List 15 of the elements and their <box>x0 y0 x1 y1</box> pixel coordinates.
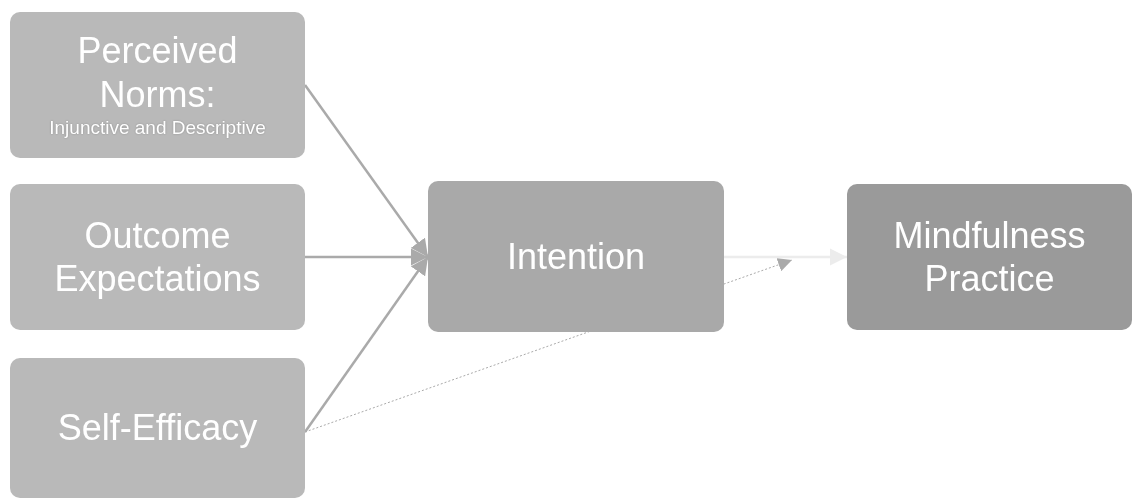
concept-box <box>10 358 305 498</box>
concept-box <box>10 184 305 330</box>
concept-box <box>847 184 1132 330</box>
concept-title: Self-Efficacy <box>57 406 258 450</box>
concept-title: Mindfulness Practice <box>892 213 1087 301</box>
concept-subtitle: Injunctive and Descriptive <box>49 115 266 140</box>
arrow <box>305 248 428 266</box>
concept-title: Outcome Expectations <box>53 213 262 301</box>
arrow <box>304 84 429 258</box>
concept-box <box>10 12 305 158</box>
arrow <box>724 248 847 266</box>
arrow <box>303 256 430 433</box>
concept-title: Perceived Norms: <box>76 29 239 116</box>
concept-title: Intention <box>506 234 646 279</box>
concept-box <box>428 181 724 332</box>
